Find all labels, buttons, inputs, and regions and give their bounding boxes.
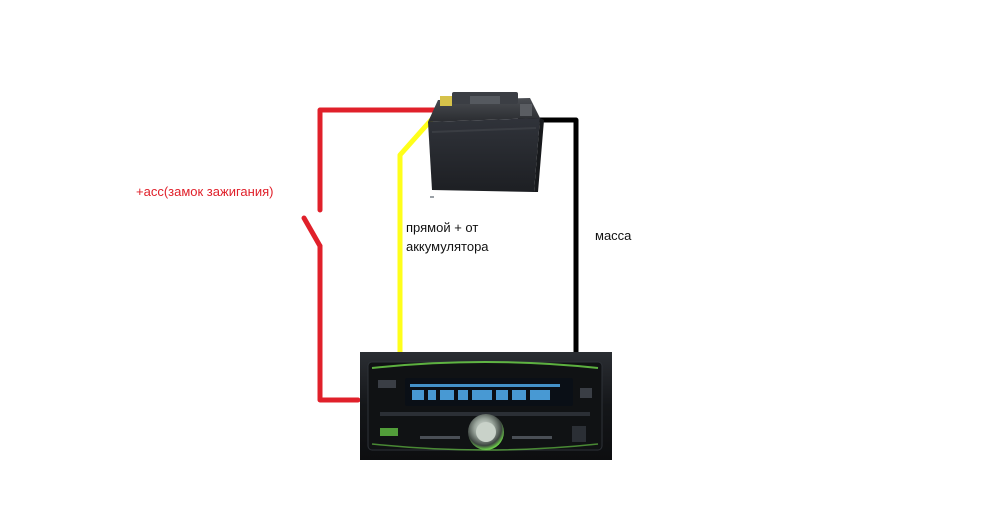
car-radio-head-unit-icon bbox=[360, 352, 612, 460]
direct-plus-label-line2: аккумулятора bbox=[406, 239, 489, 254]
car-battery-icon bbox=[428, 92, 544, 198]
ground-label: масса bbox=[595, 228, 632, 243]
acc-ignition-label: +acc(замок зажигания) bbox=[136, 184, 274, 199]
direct-plus-wire bbox=[397, 107, 443, 358]
direct-plus-label-line1: прямой + от bbox=[406, 220, 479, 235]
acc-wire bbox=[301, 107, 443, 403]
direct-plus-label: прямой + от аккумулятора bbox=[406, 218, 489, 256]
